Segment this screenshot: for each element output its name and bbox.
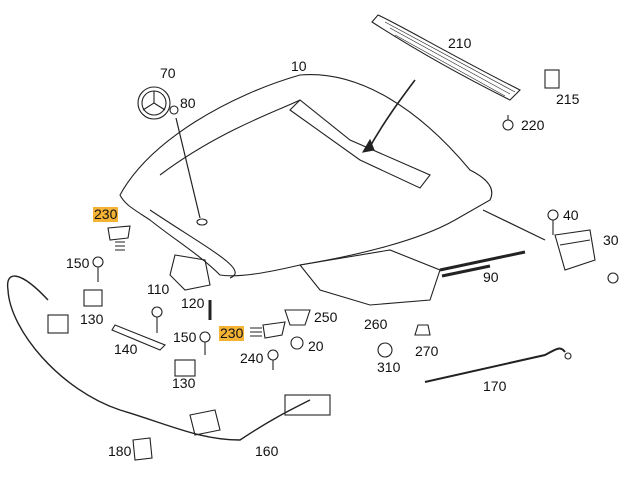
cable-release-housing [284,394,331,416]
callout-230-right: 230 [219,325,245,341]
bolt-150-left [92,256,104,268]
latch-110 [169,254,211,291]
arrow-grille [367,79,416,151]
callout-260: 260 [364,316,388,332]
cable-clip [47,314,69,334]
hood-inner-edge [149,99,301,279]
bracket-140 [111,324,166,351]
callout-20: 20 [308,338,324,354]
callout-80: 80 [180,95,196,111]
hood-outline [119,74,493,277]
star-emblem [137,86,171,120]
callout-230-left: 230 [93,206,119,222]
callout-10: 10 [291,58,307,74]
hinge-30 [554,229,596,271]
arrow-grille-head [361,138,375,153]
callout-130-lower: 130 [172,375,196,391]
cable-160 [6,275,311,441]
vent-grille [371,14,521,101]
callout-150-right: 150 [173,329,197,345]
bolt-150-right [199,331,211,343]
rod-170-end [564,352,572,360]
gas-strut [439,250,526,278]
star-emblem-star [142,91,166,111]
callout-130-upper: 130 [80,311,104,327]
cable-bracket [189,409,221,436]
arrow-emblem [175,117,201,219]
spring-230-right [250,321,286,339]
clip-310 [377,342,393,358]
callout-40: 40 [563,207,579,223]
hinge-nut [607,272,619,284]
handle-180 [132,437,153,461]
callout-90: 90 [483,269,499,285]
emblem-mount-hole [196,218,208,226]
screw-220 [502,119,514,131]
callout-170: 170 [483,378,507,394]
bolt-240 [267,349,279,361]
clip-130-lower [174,359,196,377]
buffer-250 [284,309,311,326]
clip-130-upper [83,289,103,307]
callout-110: 110 [147,281,170,297]
clip-215 [544,69,560,89]
callout-215: 215 [556,91,580,107]
callout-140: 140 [114,341,138,357]
callout-240: 240 [240,350,264,366]
hood-vent-opening [289,99,431,189]
callout-310: 310 [377,359,401,375]
bolt-40 [547,209,559,221]
callout-120: 120 [181,295,205,311]
callout-220: 220 [521,117,545,133]
grommet-80 [169,105,179,115]
bolt-bracket-140 [151,306,163,318]
callout-30: 30 [603,232,619,248]
arrow-hinge [482,209,546,241]
callout-210: 210 [448,35,472,51]
rod-170 [424,347,566,383]
clip-270 [414,324,431,336]
spring-230-left [107,225,131,251]
callout-270: 270 [415,343,439,359]
vent-grille-slats [384,21,516,97]
callout-160: 160 [255,443,279,459]
callout-150-left: 150 [66,255,90,271]
hood-underside [298,249,441,306]
callout-250: 250 [314,309,338,325]
callout-70: 70 [160,65,176,81]
callout-180: 180 [108,443,132,459]
stop-20 [290,336,304,350]
